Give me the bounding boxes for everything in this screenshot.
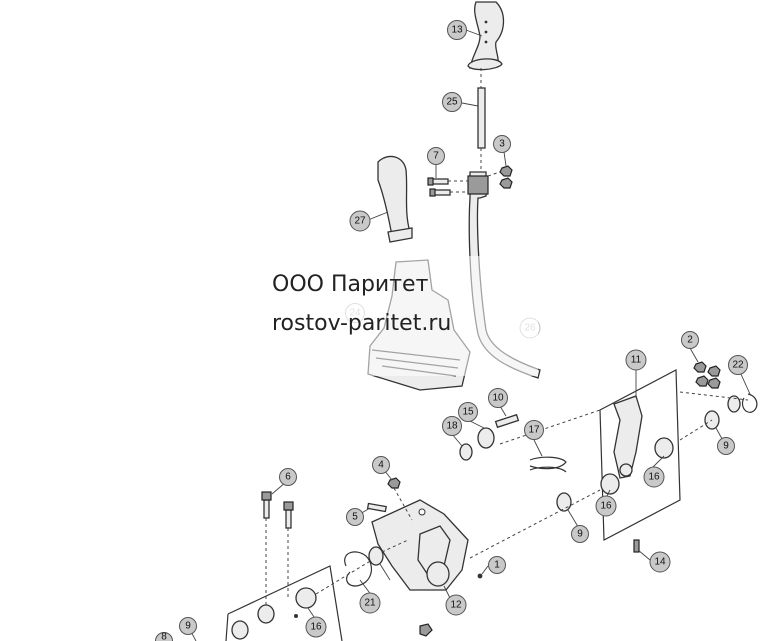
pin-14 [633,539,640,553]
watermark-site: rostov-paritet.ru [272,311,452,336]
callout-16-right: 16 [643,466,665,488]
callout-27: 27 [349,210,371,232]
callout-25: 25 [442,92,462,112]
callout-9-left: 9 [179,617,197,635]
svg-text:4: 4 [378,460,384,471]
svg-text:9: 9 [577,529,583,540]
shift-knob-upper [467,1,505,71]
callout-5: 5 [346,508,364,526]
svg-text:13: 13 [451,25,463,36]
right-hardware [469,361,758,559]
svg-text:22: 22 [732,360,744,371]
svg-text:12: 12 [450,600,462,611]
svg-text:7: 7 [433,151,439,162]
lever-plate-12 [371,499,483,637]
svg-text:16: 16 [648,472,660,483]
svg-text:6: 6 [285,472,291,483]
svg-text:17: 17 [528,425,540,436]
svg-text:8: 8 [161,632,167,641]
lower-left-plate [225,559,373,641]
middle-hardware [459,413,567,473]
svg-text:15: 15 [462,407,474,418]
svg-text:9: 9 [185,621,191,632]
svg-text:2: 2 [687,335,693,346]
callout-9-right: 9 [717,437,735,455]
svg-text:5: 5 [352,512,358,523]
bolts-4-5 [366,477,413,521]
callout-4: 4 [372,456,390,474]
callout-21: 21 [359,592,381,614]
bolts-and-nuts-7-3 [427,165,513,197]
svg-text:21: 21 [364,598,376,609]
callout-22: 22 [728,355,748,375]
callout-8: 8 [155,632,173,641]
callout-14: 14 [649,551,671,573]
spring-21 [344,539,409,587]
callout-16-left: 16 [305,616,327,638]
bolts-6 [261,491,294,620]
callout-16-mid: 16 [595,495,617,517]
callout-15: 15 [458,402,478,422]
svg-text:10: 10 [492,393,504,404]
svg-text:18: 18 [446,421,458,432]
callout-3: 3 [493,135,511,153]
shift-knob-27 [377,155,413,243]
callout-13: 13 [447,20,467,40]
shift-rod-upper [477,68,486,172]
callout-17: 17 [524,420,544,440]
watermark-company: ООО Паритет [272,272,429,297]
callout-18: 18 [442,416,462,436]
callout-12: 12 [445,594,467,616]
callout-2: 2 [681,331,699,349]
callout-7: 7 [427,147,445,165]
callout-6: 6 [279,468,297,486]
svg-text:1: 1 [494,560,500,571]
svg-text:11: 11 [631,355,642,366]
svg-text:25: 25 [446,97,458,108]
svg-text:16: 16 [310,622,322,633]
svg-text:3: 3 [499,139,505,150]
svg-text:27: 27 [354,216,366,227]
svg-text:14: 14 [654,557,666,568]
callout-1: 1 [488,556,506,574]
watermark-backdrop [248,256,538,376]
callout-10: 10 [488,388,508,408]
svg-text:9: 9 [723,441,729,452]
bracket-assembly-11 [599,369,681,541]
callout-11: 11 [625,349,647,371]
callout-9-mid: 9 [571,525,589,543]
svg-text:16: 16 [600,501,612,512]
